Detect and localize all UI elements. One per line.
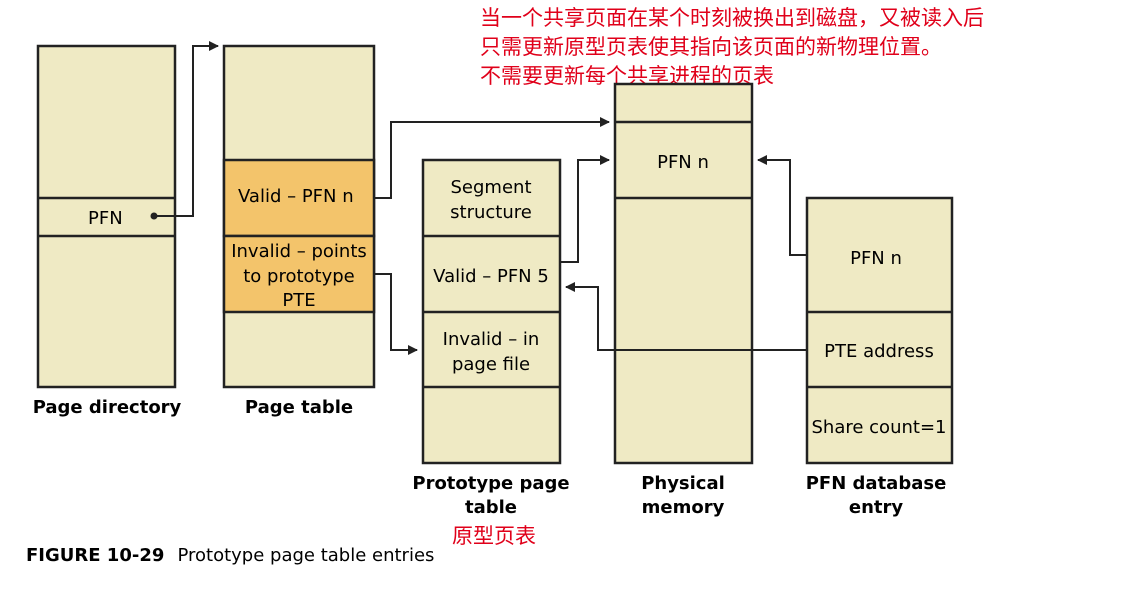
pfn-database-caption-line-2: entry [849, 497, 904, 518]
prototype-invalid-line-2: page file [452, 354, 530, 375]
prototype-page-table: Segment structure Valid – PFN 5 Invalid … [412, 158, 570, 548]
segment-structure-line-2: structure [450, 202, 532, 223]
physical-memory-box [613, 82, 754, 465]
prototype-to-memory-arrow [560, 155, 610, 263]
physical-memory: PFN n Physical memory [613, 82, 754, 518]
segment-structure-line-1: Segment [451, 177, 532, 198]
annotation-line-1: 当一个共享页面在某个时刻被换出到磁盘，又被读入后 [480, 6, 984, 30]
prototype-invalid-line-1: Invalid – in [443, 329, 540, 350]
page-directory: PFN Page directory [33, 44, 182, 418]
figure-caption-text: FIGURE 10-29 Prototype page table entrie… [26, 545, 434, 566]
annotation-line-2: 只需更新原型页表使其指向该页面的新物理位置。 [480, 35, 942, 59]
pfn-entry-to-memory-arrow [757, 155, 807, 256]
pfn-database-pfn: PFN n [850, 248, 902, 269]
prototype-caption-cn: 原型页表 [452, 524, 536, 548]
pte-address-to-prototype-arrow [565, 282, 807, 351]
valid-pte-to-memory-arrow [374, 117, 610, 199]
page-table-caption: Page table [245, 397, 353, 418]
pfn-database-share-count: Share count=1 [812, 417, 947, 438]
annotation: 当一个共享页面在某个时刻被换出到磁盘，又被读入后 只需更新原型页表使其指向该页面… [480, 6, 984, 88]
figure-caption: FIGURE 10-29 Prototype page table entrie… [26, 545, 434, 566]
invalid-pte-to-prototype-arrow [374, 273, 418, 355]
page-table-valid-entry: Valid – PFN n [238, 186, 354, 207]
page-directory-pfn-entry: PFN [88, 208, 123, 229]
prototype-caption-line-1: Prototype page [412, 473, 569, 494]
page-table-invalid-line-2: to prototype [243, 266, 355, 287]
figure-title: Prototype page table entries [177, 545, 434, 566]
physical-memory-pfn-entry: PFN n [657, 152, 709, 173]
pfn-database-caption-line-1: PFN database [806, 473, 947, 494]
pde-to-page-table-arrow [157, 41, 219, 217]
physical-memory-caption-line-1: Physical [641, 473, 725, 494]
connectors [157, 41, 807, 355]
prototype-valid-entry: Valid – PFN 5 [433, 266, 549, 287]
page-table-valid-row [222, 158, 376, 238]
pfn-database-box [805, 196, 954, 465]
pfn-database-entry: PFN n PTE address Share count=1 PFN data… [805, 196, 954, 518]
figure-label: FIGURE 10-29 [26, 545, 164, 566]
pointer-dot [150, 212, 158, 220]
page-table-invalid-line-1: Invalid – points [231, 241, 367, 262]
page-table-invalid-line-3: PTE [282, 290, 315, 311]
prototype-caption-line-2: table [465, 497, 517, 518]
page-table: Valid – PFN n Invalid – points to protot… [222, 44, 376, 418]
physical-memory-caption-line-2: memory [642, 497, 725, 518]
page-directory-caption: Page directory [33, 397, 182, 418]
pfn-database-pte-address: PTE address [824, 341, 934, 362]
